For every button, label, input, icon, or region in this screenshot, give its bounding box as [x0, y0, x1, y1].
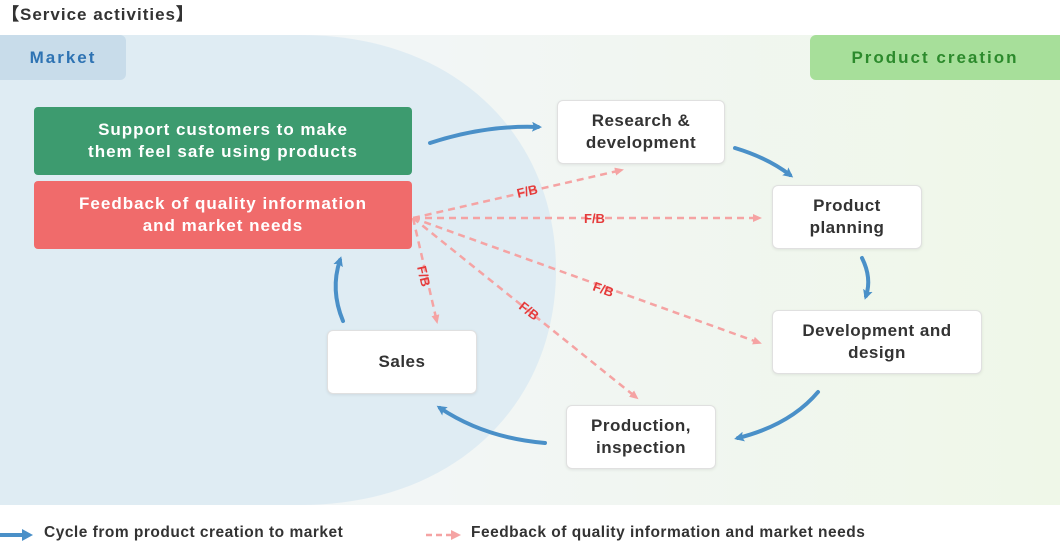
production-inspection-box: Production, inspection	[566, 405, 716, 469]
cycle-arrow-sales-to-feedback	[333, 256, 345, 323]
feedback-arrows	[411, 167, 762, 400]
fb-label-planning: F/B	[584, 211, 605, 226]
feedback-box: Feedback of quality information and mark…	[34, 181, 412, 249]
fb-label-development: F/B	[591, 279, 616, 300]
support-customers-box: Support customers to make them feel safe…	[34, 107, 412, 175]
fb-arrow-to-development	[412, 216, 762, 345]
cycle-arrow-research-to-planning	[733, 146, 794, 178]
fb-label-research: F/B	[515, 182, 539, 201]
legend-feedback-icon	[426, 530, 461, 540]
market-tag: Market	[0, 35, 126, 80]
cycle-arrow-development-to-production	[734, 390, 820, 442]
legend-cycle-label: Cycle from product creation to market	[44, 524, 344, 541]
cycle-arrow-production-to-sales	[436, 405, 547, 445]
sales-box: Sales	[327, 330, 477, 394]
product-creation-tag: Product creation	[810, 35, 1060, 80]
cycle-arrow-planning-to-development	[860, 256, 873, 300]
development-design-box: Development and design	[772, 310, 982, 374]
fb-label-sales: F/B	[414, 264, 433, 288]
cycle-arrows	[333, 121, 873, 445]
legend-cycle-icon	[0, 529, 33, 541]
research-development-box: Research & development	[557, 100, 725, 164]
cycle-arrow-support-to-research	[428, 121, 542, 145]
fb-arrow-to-sales	[411, 217, 440, 324]
product-planning-box: Product planning	[772, 185, 922, 249]
market-region	[0, 35, 556, 505]
page-title: 【Service activities】	[2, 5, 194, 24]
legend-feedback-label: Feedback of quality information and mark…	[471, 524, 866, 541]
